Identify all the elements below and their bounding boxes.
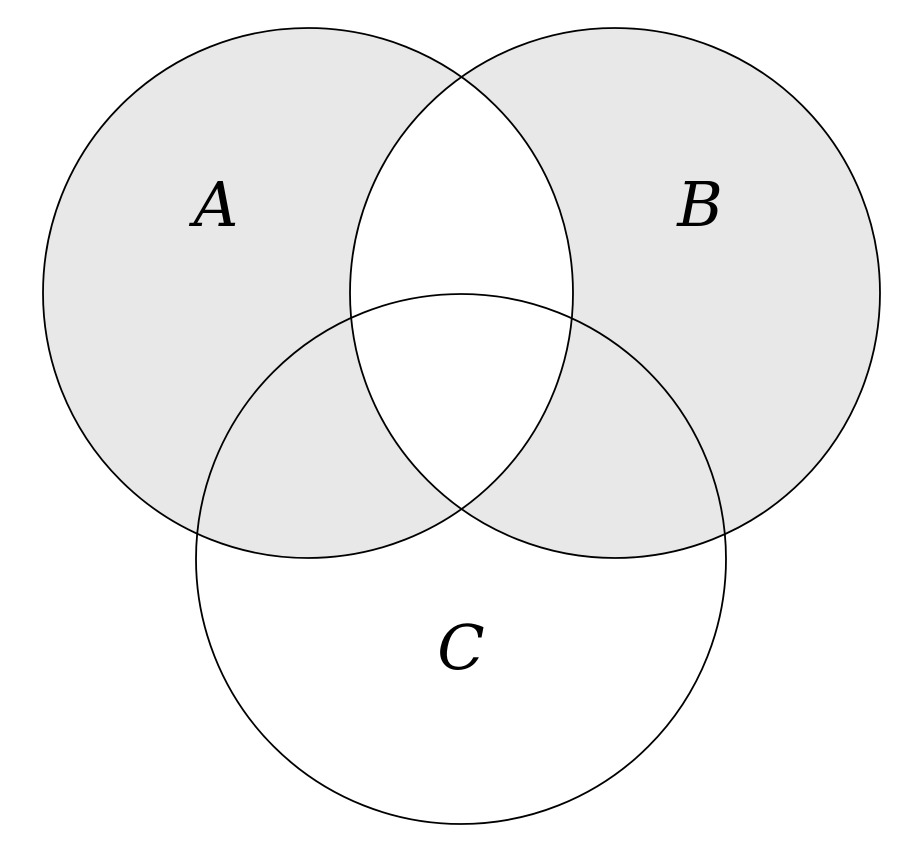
circle-b-outline: [349, 27, 881, 559]
shaded-region-a-xor-b: [43, 28, 880, 558]
circle-a-outline: [42, 27, 574, 559]
set-label-b: B: [676, 168, 723, 241]
set-label-a: A: [189, 168, 239, 241]
circle-c-outline: [195, 293, 727, 825]
set-label-c: C: [437, 611, 484, 684]
